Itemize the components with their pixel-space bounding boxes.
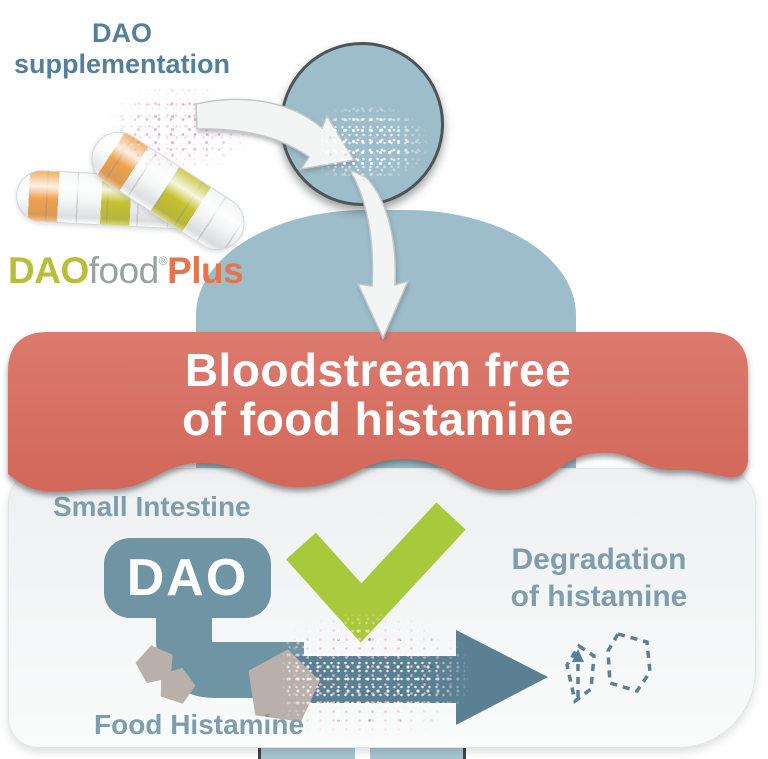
supplement-title-line1: DAO bbox=[92, 18, 152, 48]
food-histamine-label: Food Histamine bbox=[94, 709, 305, 740]
degradation-label: Degradation of histamine bbox=[449, 541, 749, 615]
degradation-label-line2: of histamine bbox=[510, 580, 688, 613]
brand-logo-plus: Plus bbox=[167, 250, 244, 291]
blast-powder-icon bbox=[283, 613, 468, 738]
supplement-title: DAO supplementation bbox=[12, 18, 232, 80]
check-icon bbox=[286, 502, 466, 643]
degraded-rock-outline-icon bbox=[606, 631, 652, 694]
small-intestine-label: Small Intestine bbox=[53, 491, 251, 522]
dao-enzyme-badge: DAO bbox=[104, 538, 271, 618]
dao-enzyme-label: DAO bbox=[126, 549, 249, 607]
degradation-label-line1: Degradation bbox=[511, 543, 687, 576]
pipe-icon bbox=[156, 601, 304, 698]
mouth-powder-icon bbox=[322, 103, 430, 177]
brand-logo-food: food bbox=[88, 250, 160, 291]
degraded-rock-outline-icon bbox=[565, 643, 596, 705]
left-leg bbox=[258, 747, 355, 759]
registered-mark: ® bbox=[158, 254, 168, 268]
banner-title: Bloodstream free of food histamine bbox=[8, 346, 748, 444]
dashed-arrow-up-head bbox=[572, 649, 584, 662]
right-leg bbox=[370, 747, 466, 759]
supplement-title-line2: supplementation bbox=[13, 49, 230, 79]
banner-title-line2: of food histamine bbox=[182, 393, 574, 445]
brand-logo: DAOfood®Plus bbox=[8, 250, 244, 292]
brand-logo-dao: DAO bbox=[8, 250, 89, 291]
banner-title-line1: Bloodstream free bbox=[184, 344, 572, 396]
powder-icon bbox=[105, 82, 255, 167]
